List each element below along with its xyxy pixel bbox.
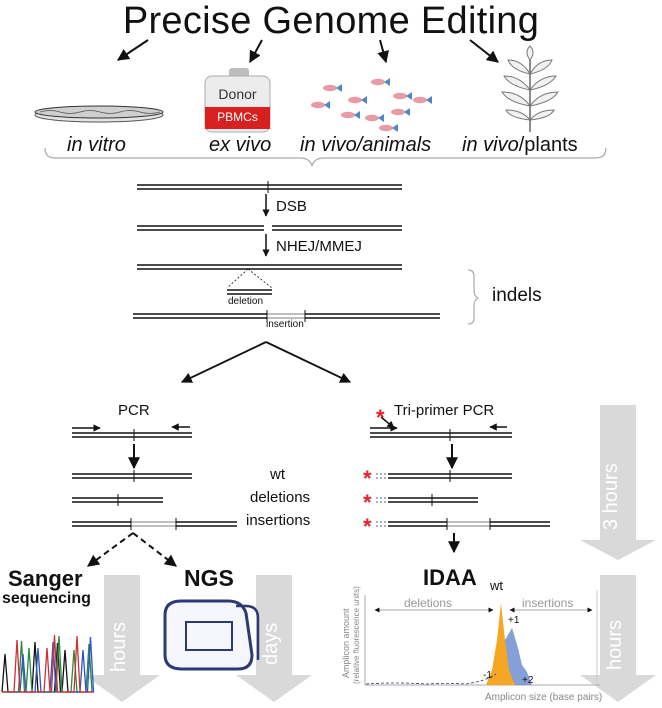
step-dsb: DSB [276, 198, 307, 215]
title-arrows [117, 39, 499, 64]
idaa-peak-minus1: -1 [483, 670, 492, 681]
amplicons-right [376, 470, 550, 530]
label-deletion: deletion [228, 296, 264, 307]
label-insertion: insertion [266, 319, 304, 330]
label-insertions: insertions [246, 512, 311, 529]
fish-icon [341, 111, 360, 119]
idaa-insertions: insertions [522, 596, 574, 610]
categories-brace [44, 147, 607, 167]
pcr-right-template [370, 416, 512, 441]
fish-icon [413, 96, 432, 104]
pcr-left-template [72, 423, 192, 441]
chromatogram-trace [2, 636, 95, 693]
dna-wt [137, 181, 402, 193]
indels-bracket [467, 269, 480, 325]
idaa-y-sublabel: (relative fluorescence units) [352, 586, 361, 684]
petri-dish-icon [34, 105, 164, 123]
fish-school-icon [311, 78, 432, 132]
dna-deletion [137, 264, 402, 295]
blood-bag-icon [204, 68, 271, 133]
dna-break [137, 225, 402, 231]
label-in-vivo-animals: in vivo/animals [300, 134, 432, 156]
duration-3-hours: 3 hours [600, 463, 622, 530]
fluorescent-label-marks: * * * * [363, 405, 385, 539]
dashed-arrows [87, 532, 177, 567]
svg-text:*: * [363, 490, 372, 515]
label-ex-vivo: ex vivo [209, 134, 272, 156]
svg-text:*: * [376, 405, 385, 430]
label-deletions: deletions [250, 489, 311, 506]
svg-text:*: * [363, 466, 372, 491]
page-title: Precise Genome Editing [122, 0, 540, 42]
label-idaa: IDAA [423, 565, 477, 590]
idaa-deletions: deletions [404, 596, 453, 610]
fish-icon [379, 124, 398, 132]
chromatogram-trace [2, 634, 92, 693]
fish-icon [393, 92, 412, 100]
label-indels: indels [492, 285, 542, 306]
label-sanger: Sanger [8, 566, 83, 591]
duration-hours-idaa: hours [604, 619, 626, 670]
idaa-y-label: Amplicon amount [341, 608, 351, 678]
idaa-plot [364, 590, 600, 686]
label-sequencing: sequencing [2, 590, 91, 607]
split-arrows [181, 341, 351, 383]
fish-icon [311, 101, 330, 109]
step-nhej: NHEJ/MMEJ [276, 238, 362, 255]
idaa-peak-plus2: +2 [522, 675, 534, 686]
fish-icon [348, 96, 367, 104]
amplicons-left [72, 470, 237, 530]
sanger-chromatogram [1, 634, 95, 693]
fish-icon [371, 78, 390, 86]
fish-icon [365, 114, 384, 122]
svg-text:*: * [363, 514, 372, 539]
plant-leaf-icon [501, 45, 559, 132]
ngs-sequencer-icon [163, 599, 260, 671]
label-wt: wt [270, 466, 285, 483]
time-arrows [84, 405, 656, 702]
label-in-vivo-plants: in vivo/plants [462, 134, 578, 157]
label-tri-primer-pcr: Tri-primer PCR [394, 402, 495, 419]
label-in-vivo-prefix: in vivo [462, 134, 519, 156]
dna-insertion [133, 310, 440, 322]
fish-icon [391, 108, 410, 116]
wt-peak [486, 603, 515, 685]
idaa-x-label: Amplicon size (base pairs) [485, 692, 603, 703]
label-in-vitro: in vitro [67, 134, 126, 156]
label-pcr: PCR [118, 402, 150, 419]
duration-hours-sanger: hours [108, 621, 130, 672]
label-ngs: NGS [184, 565, 234, 591]
blood-bag-pbmcs: PBMCs [217, 110, 258, 124]
label-plants-suffix: /plants [518, 134, 578, 156]
fish-icon [323, 84, 342, 92]
duration-days-ngs: days [260, 622, 282, 665]
blood-bag-donor: Donor [218, 86, 257, 102]
idaa-peak-plus1: +1 [508, 615, 520, 626]
idaa-peak-wt: wt [490, 578, 503, 593]
